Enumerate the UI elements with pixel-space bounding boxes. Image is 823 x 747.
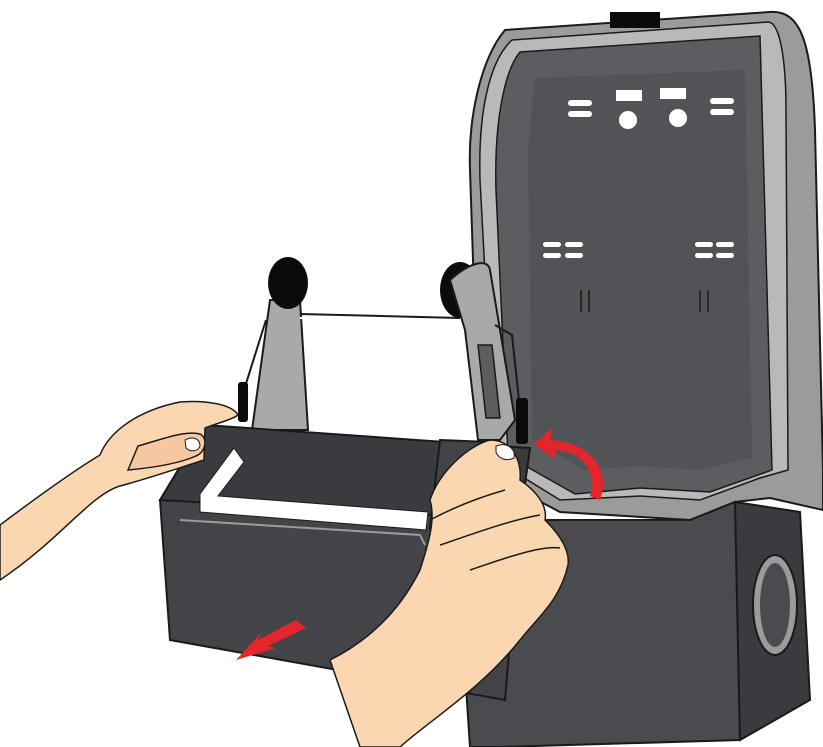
left-hand-thumbnail — [185, 438, 200, 451]
right-clip — [516, 398, 528, 444]
lid-latch — [610, 12, 660, 28]
rod-highlight — [300, 318, 460, 322]
base-side-port-inner — [760, 563, 790, 647]
left-arm — [252, 300, 308, 430]
left-spool-knob — [268, 257, 308, 309]
ribbon-holder — [238, 257, 528, 444]
ribbon-rod — [300, 314, 460, 318]
left-clip — [238, 382, 248, 422]
lid-inner-recess — [528, 70, 752, 470]
